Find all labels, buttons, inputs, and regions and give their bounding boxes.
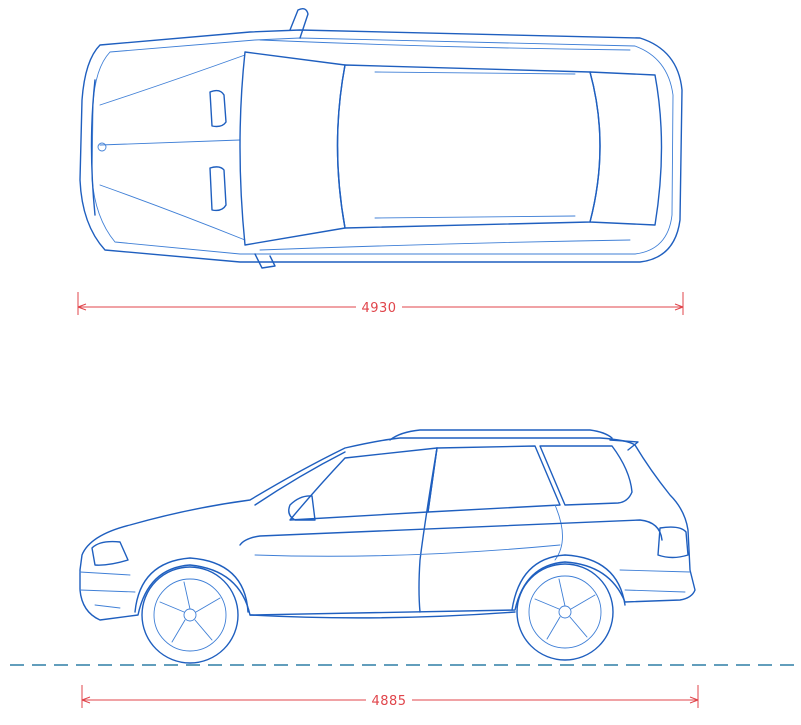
side-door-split [418, 447, 438, 613]
side-lower-line [254, 544, 561, 557]
top-front-bumper [90, 79, 96, 216]
side-front-bumper [79, 571, 136, 609]
side-dimension-arrow-left [81, 696, 91, 704]
top-badge-icon [97, 142, 107, 152]
side-front-arch [134, 557, 249, 613]
side-character-line [239, 519, 663, 546]
top-rear-window [589, 71, 663, 226]
side-sill [249, 611, 516, 619]
top-side-belt-lower [259, 239, 631, 251]
front-tire [141, 566, 239, 664]
side-rear-door-window [427, 445, 561, 513]
side-spoiler [609, 439, 639, 451]
rear-wheel [516, 563, 614, 661]
side-dimension-arrow-right [689, 696, 699, 704]
side-dimension: 4885 [81, 685, 699, 709]
side-windshield [254, 451, 346, 506]
side-tail-light [657, 526, 689, 559]
top-dimension: 4930 [77, 292, 684, 316]
side-quarter-window [539, 445, 633, 506]
top-roof [336, 64, 601, 229]
rear-tire [516, 563, 614, 661]
rear-hub [558, 605, 572, 619]
side-dimension-label: 4885 [371, 694, 406, 709]
side-view [79, 429, 696, 664]
front-rim [153, 578, 227, 652]
top-windshield [239, 51, 346, 246]
top-roof-rail-lower [374, 215, 576, 219]
top-roof-rail-upper [374, 71, 576, 75]
top-dimension-arrow-left [77, 303, 87, 311]
top-dimension-arrow-right [674, 303, 684, 311]
side-headlight [91, 540, 129, 566]
top-hood-vent-lower [209, 166, 227, 212]
side-rear-bumper [619, 569, 691, 593]
side-roof-rail [389, 429, 613, 441]
side-front-window [289, 447, 438, 521]
top-view [79, 7, 683, 269]
top-side-belt-upper [259, 39, 631, 51]
top-dimension-label: 4930 [361, 301, 396, 316]
front-wheel [141, 566, 239, 664]
top-mirror-upper [289, 7, 309, 39]
side-rear-arch [511, 554, 626, 611]
rear-rim [528, 575, 602, 649]
top-hood-line-upper [99, 54, 246, 106]
front-spokes [159, 581, 221, 643]
side-body-outline [79, 437, 696, 621]
top-body-outline [79, 29, 683, 263]
top-hood-line-lower [99, 184, 246, 241]
top-mirror-lower [254, 253, 276, 269]
side-mirror [288, 495, 316, 521]
rear-spokes [534, 578, 596, 640]
side-rear-door-edge [554, 504, 563, 561]
top-hood-center [99, 139, 241, 146]
top-hood-vent-upper [209, 89, 227, 128]
front-hub [183, 608, 197, 622]
